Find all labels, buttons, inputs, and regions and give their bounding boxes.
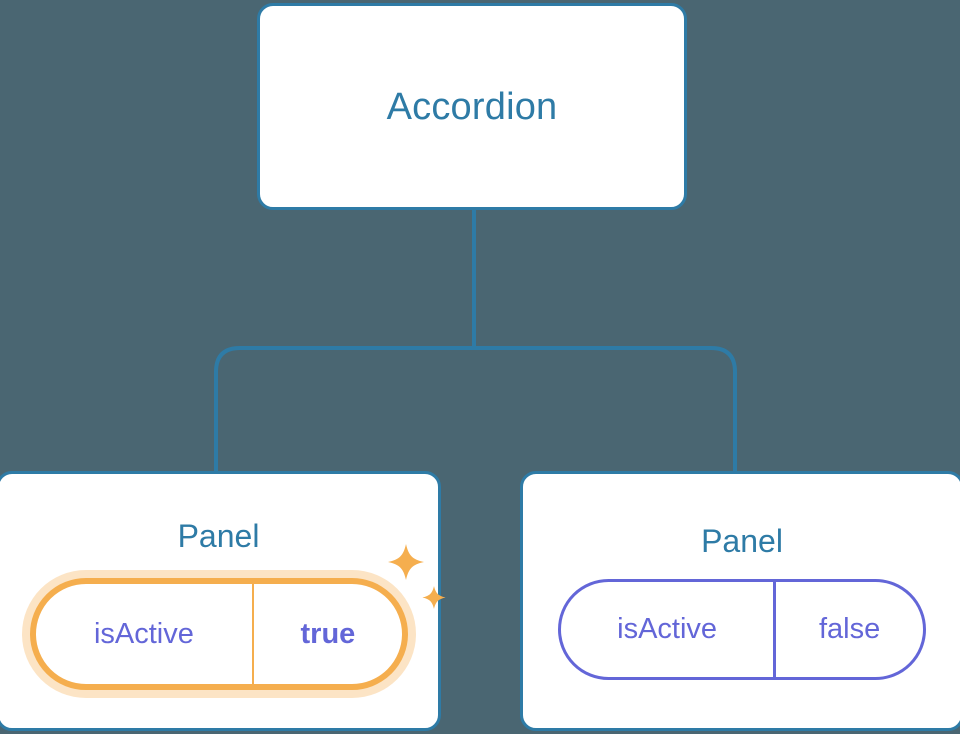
connector-branch-right (474, 346, 737, 471)
prop-key-label: isActive (36, 584, 255, 684)
node-panel-inactive-label: Panel (701, 523, 783, 559)
connector-branch-left (214, 346, 474, 471)
prop-pill-active-wrapper: isActive true (29, 544, 445, 690)
node-panel-active-label: Panel (177, 518, 260, 554)
prop-key-label: isActive (561, 582, 777, 677)
prop-pill-inactive-wrapper: isActive false (558, 579, 926, 680)
node-accordion[interactable]: Accordion (257, 3, 687, 210)
sparkle-small-icon (422, 586, 445, 609)
prop-pill-isactive-false[interactable]: isActive false (558, 579, 926, 680)
prop-value-label: false (818, 613, 881, 645)
prop-value-label: true (300, 617, 356, 650)
node-panel-active[interactable]: Panel isActive true (0, 471, 445, 731)
node-accordion-label: Accordion (386, 85, 558, 128)
node-panel-inactive[interactable]: Panel isActive false (520, 471, 960, 731)
sparkle-large-icon (387, 544, 424, 580)
prop-pill-isactive-true[interactable]: isActive true (29, 578, 408, 690)
